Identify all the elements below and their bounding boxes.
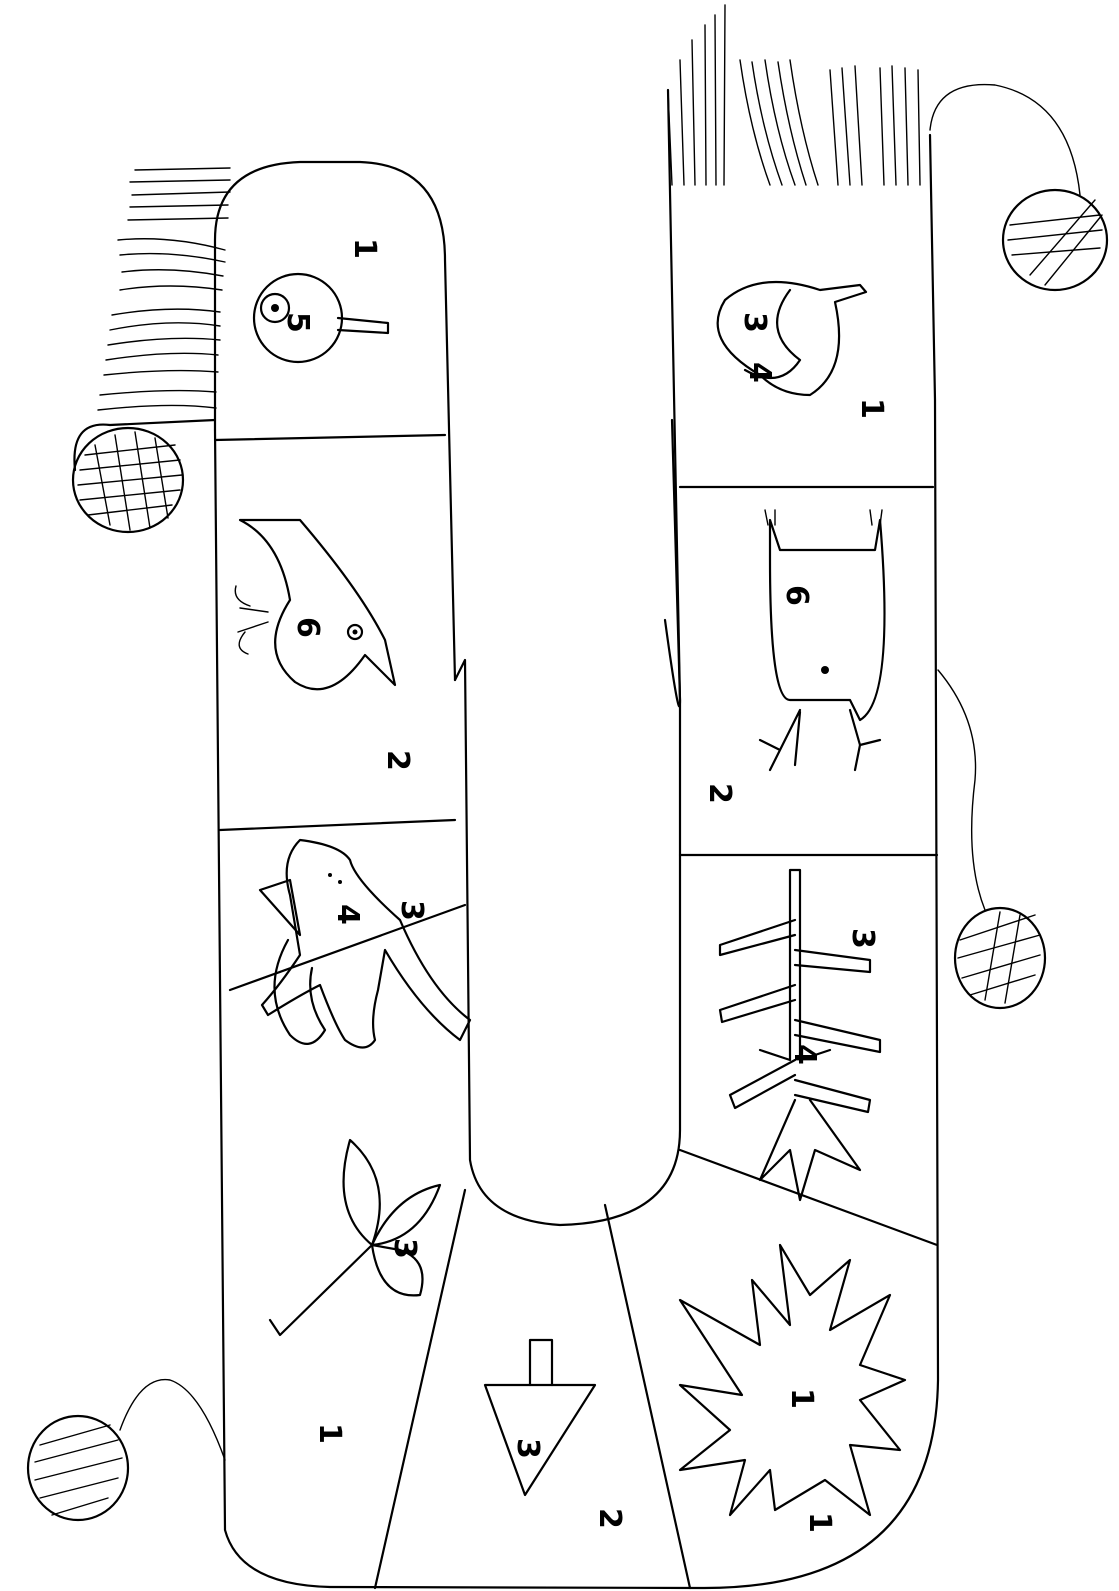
cell-number: 1 [802, 1512, 837, 1533]
cell-number: 4 [330, 904, 365, 925]
yarn-ball [28, 1380, 225, 1520]
cell-number: 1 [784, 1388, 819, 1409]
divider [220, 820, 455, 830]
cell-left-1[interactable]: 1 5 [280, 238, 382, 333]
cell-number: 1 [854, 398, 889, 419]
scarf-fringe-right [668, 5, 920, 185]
yarn-ball [930, 85, 1107, 290]
cell-left-4[interactable]: 1 3 [312, 1238, 422, 1444]
cell-number: 2 [380, 750, 415, 771]
cell-number: 3 [845, 928, 880, 949]
cell-number: 2 [702, 783, 737, 804]
frog-picture [760, 510, 885, 770]
maple-leaf-picture [680, 1245, 905, 1515]
cell-number: 2 [592, 1508, 627, 1529]
yarn-ball [73, 420, 215, 532]
cell-right-2[interactable]: 2 6 [702, 585, 814, 804]
cell-number: 1 [347, 238, 382, 259]
cell-number: 5 [280, 312, 315, 333]
leaf-picture [718, 282, 866, 395]
spade-picture [485, 1340, 595, 1495]
cell-number: 3 [394, 900, 429, 921]
apple-picture [254, 274, 388, 362]
cell-number: 3 [737, 312, 772, 333]
bird-picture [235, 520, 395, 689]
rabbit-picture [260, 840, 470, 1048]
cell-number: 6 [779, 585, 814, 606]
cell-left-2[interactable]: 2 6 [290, 617, 415, 771]
cell-number: 6 [290, 617, 325, 638]
fir-tree-picture [720, 870, 880, 1200]
cell-left-3[interactable]: 3 4 [330, 900, 429, 925]
scarf-fringe-left [98, 168, 230, 410]
cell-number: 3 [387, 1238, 422, 1259]
board-outline [215, 90, 938, 1588]
cell-number: 4 [787, 1044, 822, 1065]
cell-number: 4 [742, 362, 777, 383]
divider [215, 435, 445, 440]
cell-right-1[interactable]: 1 3 4 [737, 312, 889, 419]
cell-number: 1 [312, 1423, 347, 1444]
cell-right-4[interactable]: 1 1 [784, 1388, 837, 1533]
yarn-ball [938, 670, 1045, 1008]
cell-bottom[interactable]: 2 3 [510, 1438, 627, 1529]
cell-number: 3 [510, 1438, 545, 1459]
